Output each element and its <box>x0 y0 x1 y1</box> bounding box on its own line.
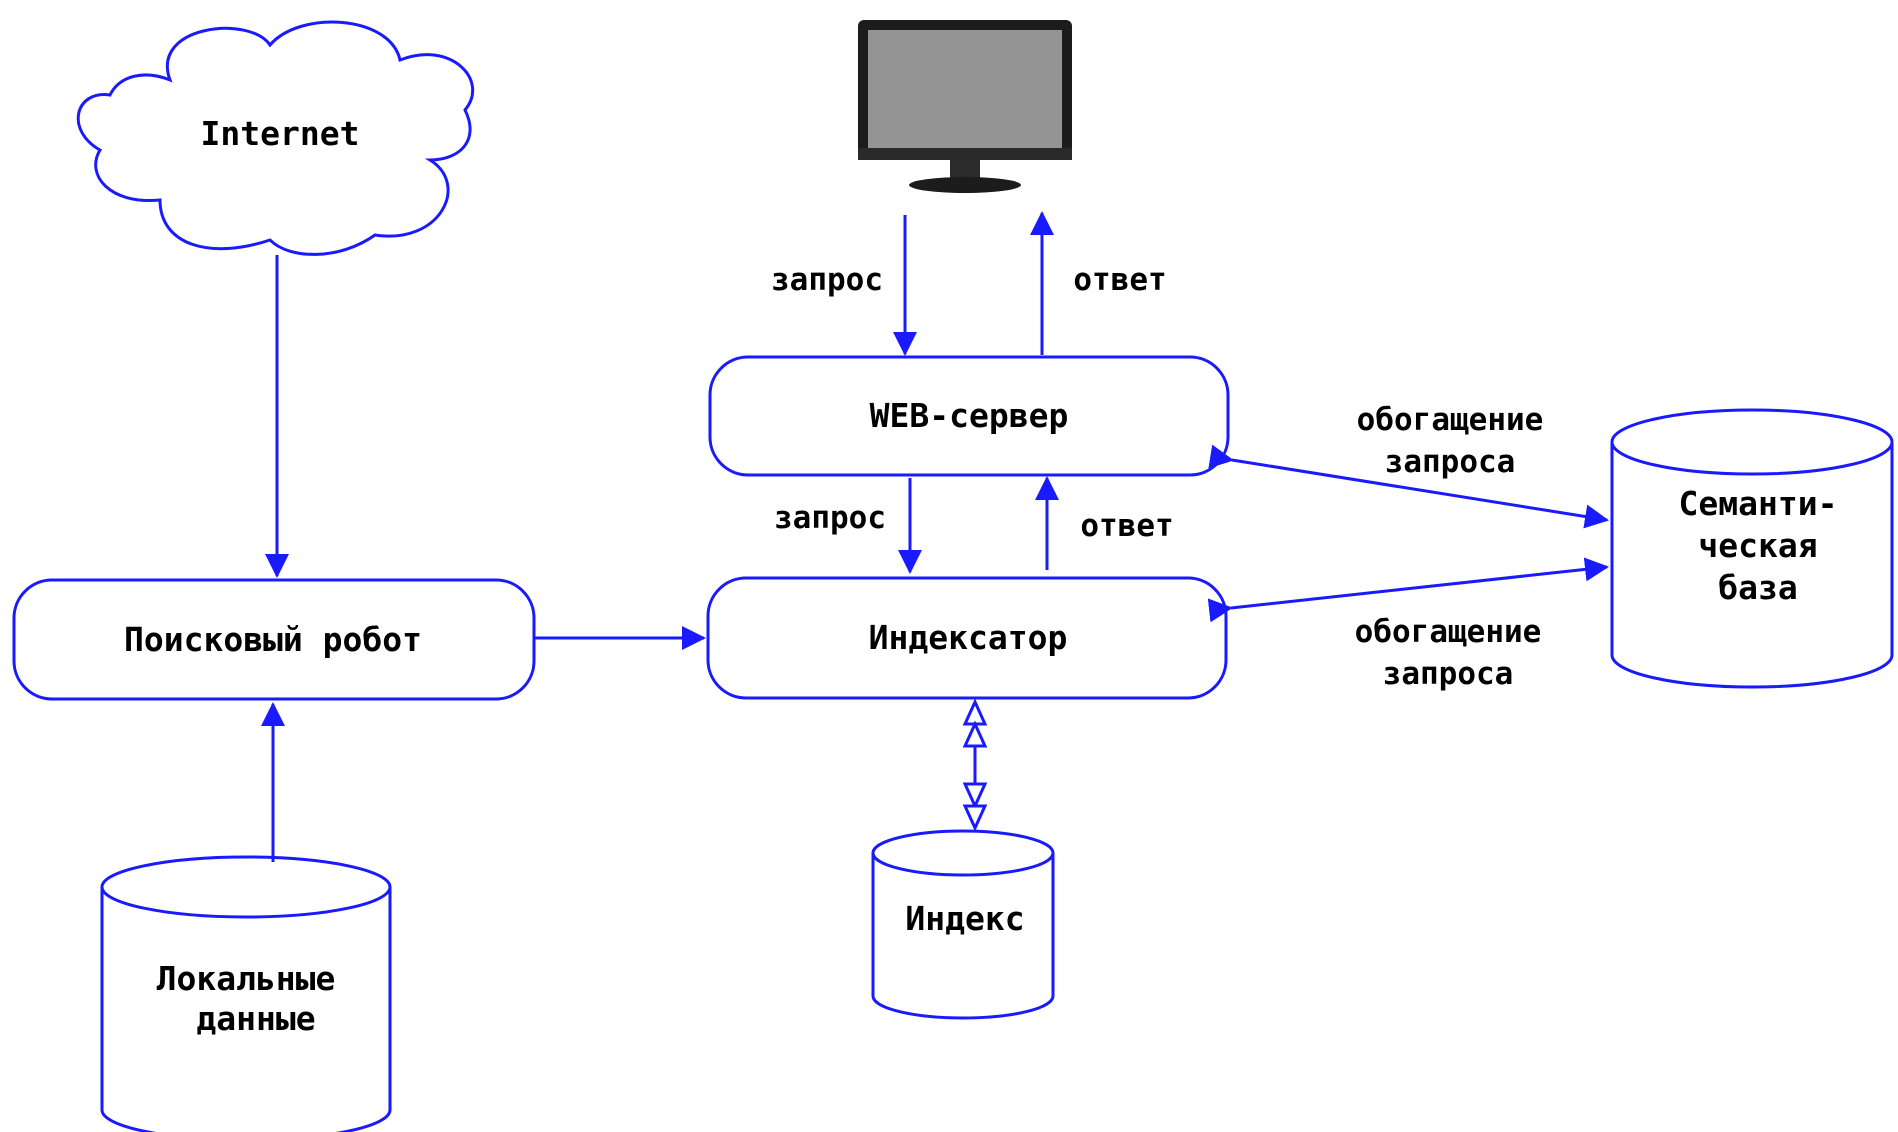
semantic-base-label-line3: база <box>1718 568 1797 607</box>
enrich-top-label-line2: запроса <box>1385 444 1516 480</box>
internet-cloud: Internet <box>76 20 475 256</box>
server-semantic-arrow <box>1208 444 1609 529</box>
enrich-bottom-label-line1: обогащение <box>1355 614 1542 650</box>
web-server-label: WEB-сервер <box>870 396 1069 435</box>
semantic-base-label-line2: ческая <box>1698 526 1817 565</box>
indexer-index-arrow <box>962 698 988 832</box>
enrich-bottom-label-line2: запроса <box>1383 656 1514 692</box>
monitor-response-label: ответ <box>1073 262 1166 298</box>
internet-label: Internet <box>201 114 360 153</box>
crawler-node: Поисковый робот <box>12 578 536 701</box>
semantic-base-label-line1: Семанти- <box>1679 484 1838 523</box>
local-data-label-line1: Локальные <box>157 959 336 998</box>
local-data-label-line2: данные <box>196 999 315 1038</box>
enrich-top-label-line1: обогащение <box>1357 402 1544 438</box>
index-node: Индекс <box>871 829 1055 1020</box>
server-response-label: ответ <box>1080 508 1173 544</box>
crawler-label: Поисковый робот <box>124 620 422 659</box>
indexer-semantic-arrow <box>1207 557 1609 623</box>
index-label: Индекс <box>905 899 1024 938</box>
semantic-base-node: Семанти- ческая база <box>1610 408 1894 689</box>
web-server-node: WEB-сервер <box>708 355 1230 477</box>
server-request-label: запрос <box>774 500 886 536</box>
indexer-label: Индексатор <box>869 618 1068 657</box>
local-data-node: Локальные данные <box>100 855 392 1132</box>
monitor-icon <box>858 20 1072 193</box>
monitor-request-label: запрос <box>771 262 883 298</box>
indexer-node: Индексатор <box>706 576 1228 700</box>
